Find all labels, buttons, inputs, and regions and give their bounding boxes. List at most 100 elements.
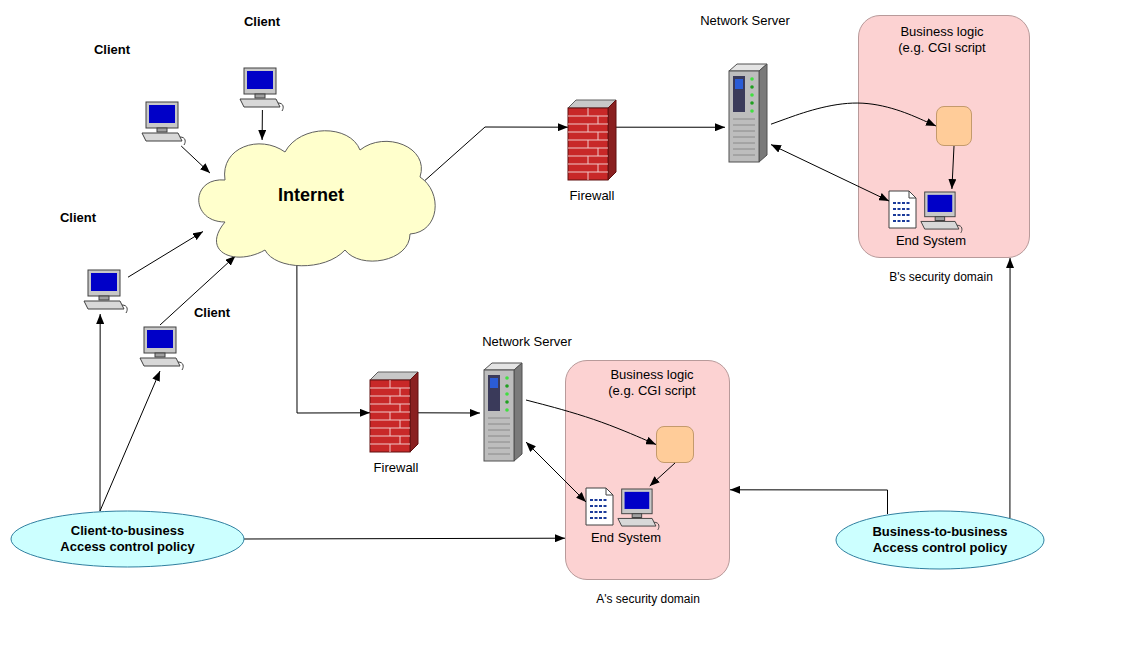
cloud-outline	[199, 131, 435, 266]
server-front	[729, 71, 759, 162]
file-corner	[606, 488, 613, 495]
server-front	[484, 370, 514, 461]
brick-joint	[400, 436, 401, 444]
monitor-screen	[147, 330, 173, 348]
security-domain: A's security domainBusiness logic (e.g. …	[565, 360, 730, 580]
server-panel	[488, 375, 500, 411]
network-server: Network Server	[480, 362, 526, 462]
server-panel	[733, 76, 745, 112]
brick-joint	[598, 164, 599, 172]
connector-arrow	[181, 146, 210, 173]
computer-icon	[618, 489, 659, 530]
network-server-art	[480, 362, 526, 462]
policy-ellipse: Business-to-business Access control poli…	[835, 510, 1045, 570]
file-page	[586, 488, 613, 525]
monitor-stand	[99, 296, 109, 300]
brick-joint	[400, 388, 401, 396]
domain-label: A's security domain	[596, 591, 700, 607]
file-data	[590, 499, 608, 501]
brick-joint	[598, 116, 599, 124]
server-side	[514, 363, 522, 461]
monitor-stand	[157, 128, 167, 132]
monitor	[88, 270, 120, 296]
connector-arrow	[1009, 258, 1010, 518]
file-data	[893, 220, 911, 222]
brick-joint	[370, 420, 410, 421]
firewall-art	[370, 372, 418, 452]
client-label: Client	[244, 14, 280, 30]
server-vent	[733, 119, 755, 120]
end-system: End System	[889, 189, 963, 229]
server-vent	[488, 430, 510, 431]
server-vent	[733, 143, 755, 144]
firewall-art	[568, 100, 616, 180]
file-data	[590, 505, 608, 507]
file-data	[590, 511, 608, 513]
firewall-label: Firewall	[374, 460, 419, 476]
business-logic-box: Business logic (e.g. CGI script	[936, 106, 972, 146]
server-light	[505, 400, 509, 404]
client-computer-art	[80, 268, 128, 314]
connector-arrow	[616, 127, 725, 128]
brick-joint	[588, 140, 589, 148]
firewall: Firewall	[568, 100, 616, 180]
brick-joint	[568, 116, 608, 117]
server-vent	[733, 155, 755, 156]
client-computer: Client	[138, 100, 186, 146]
server-vent	[488, 436, 510, 437]
policy-label: Business-to-business Access control poli…	[860, 524, 1020, 556]
server-vent	[488, 424, 510, 425]
cable	[178, 362, 183, 370]
firewall-side	[608, 100, 616, 180]
brick-joint	[390, 380, 391, 388]
client-label: Client	[94, 42, 130, 58]
end-system: End System	[586, 486, 661, 526]
keyboard	[240, 99, 280, 107]
brick-joint	[568, 164, 608, 165]
file-data	[893, 202, 911, 204]
client-computer: Client	[236, 66, 284, 110]
brick-joint	[370, 436, 410, 437]
internet-cloud: Internet	[185, 122, 437, 268]
client-computer-art	[138, 100, 186, 146]
client-label: Client	[194, 305, 230, 321]
cable	[654, 522, 659, 530]
end-system-art	[889, 189, 963, 229]
firewall-side	[410, 372, 418, 452]
server-screen	[735, 79, 743, 89]
brick-joint	[588, 156, 589, 164]
file-data	[893, 208, 911, 210]
server-side	[759, 64, 767, 162]
server-vent	[488, 442, 510, 443]
server-light	[750, 85, 754, 89]
monitor	[925, 192, 955, 217]
computer-icon	[84, 270, 127, 313]
brick-joint	[588, 124, 589, 132]
cable	[278, 103, 283, 111]
connector-arrow	[425, 127, 568, 180]
logic-label: Business logic (e.g. CGI script	[600, 367, 704, 399]
brick-joint	[588, 172, 589, 180]
brick-joint	[588, 108, 589, 116]
monitor-screen	[247, 71, 273, 89]
monitor-stand	[155, 353, 165, 357]
server-light	[505, 376, 509, 380]
connector-arrow	[244, 538, 565, 540]
monitor	[146, 102, 178, 128]
monitor-stand	[935, 217, 945, 221]
brick-joint	[568, 132, 608, 133]
monitor	[244, 68, 276, 94]
firewall-label: Firewall	[570, 188, 615, 204]
file-icon	[586, 488, 613, 525]
monitor	[622, 489, 652, 514]
file-icon	[889, 191, 916, 228]
brick-joint	[598, 132, 599, 140]
keyboard	[140, 358, 180, 366]
connector-arrow	[262, 110, 263, 140]
server-vent	[733, 131, 755, 132]
computer-icon	[142, 102, 185, 145]
firewall: Firewall	[370, 372, 418, 452]
server-light	[505, 408, 509, 412]
connector-arrow	[160, 256, 235, 325]
cloud-label: Internet	[278, 185, 344, 205]
